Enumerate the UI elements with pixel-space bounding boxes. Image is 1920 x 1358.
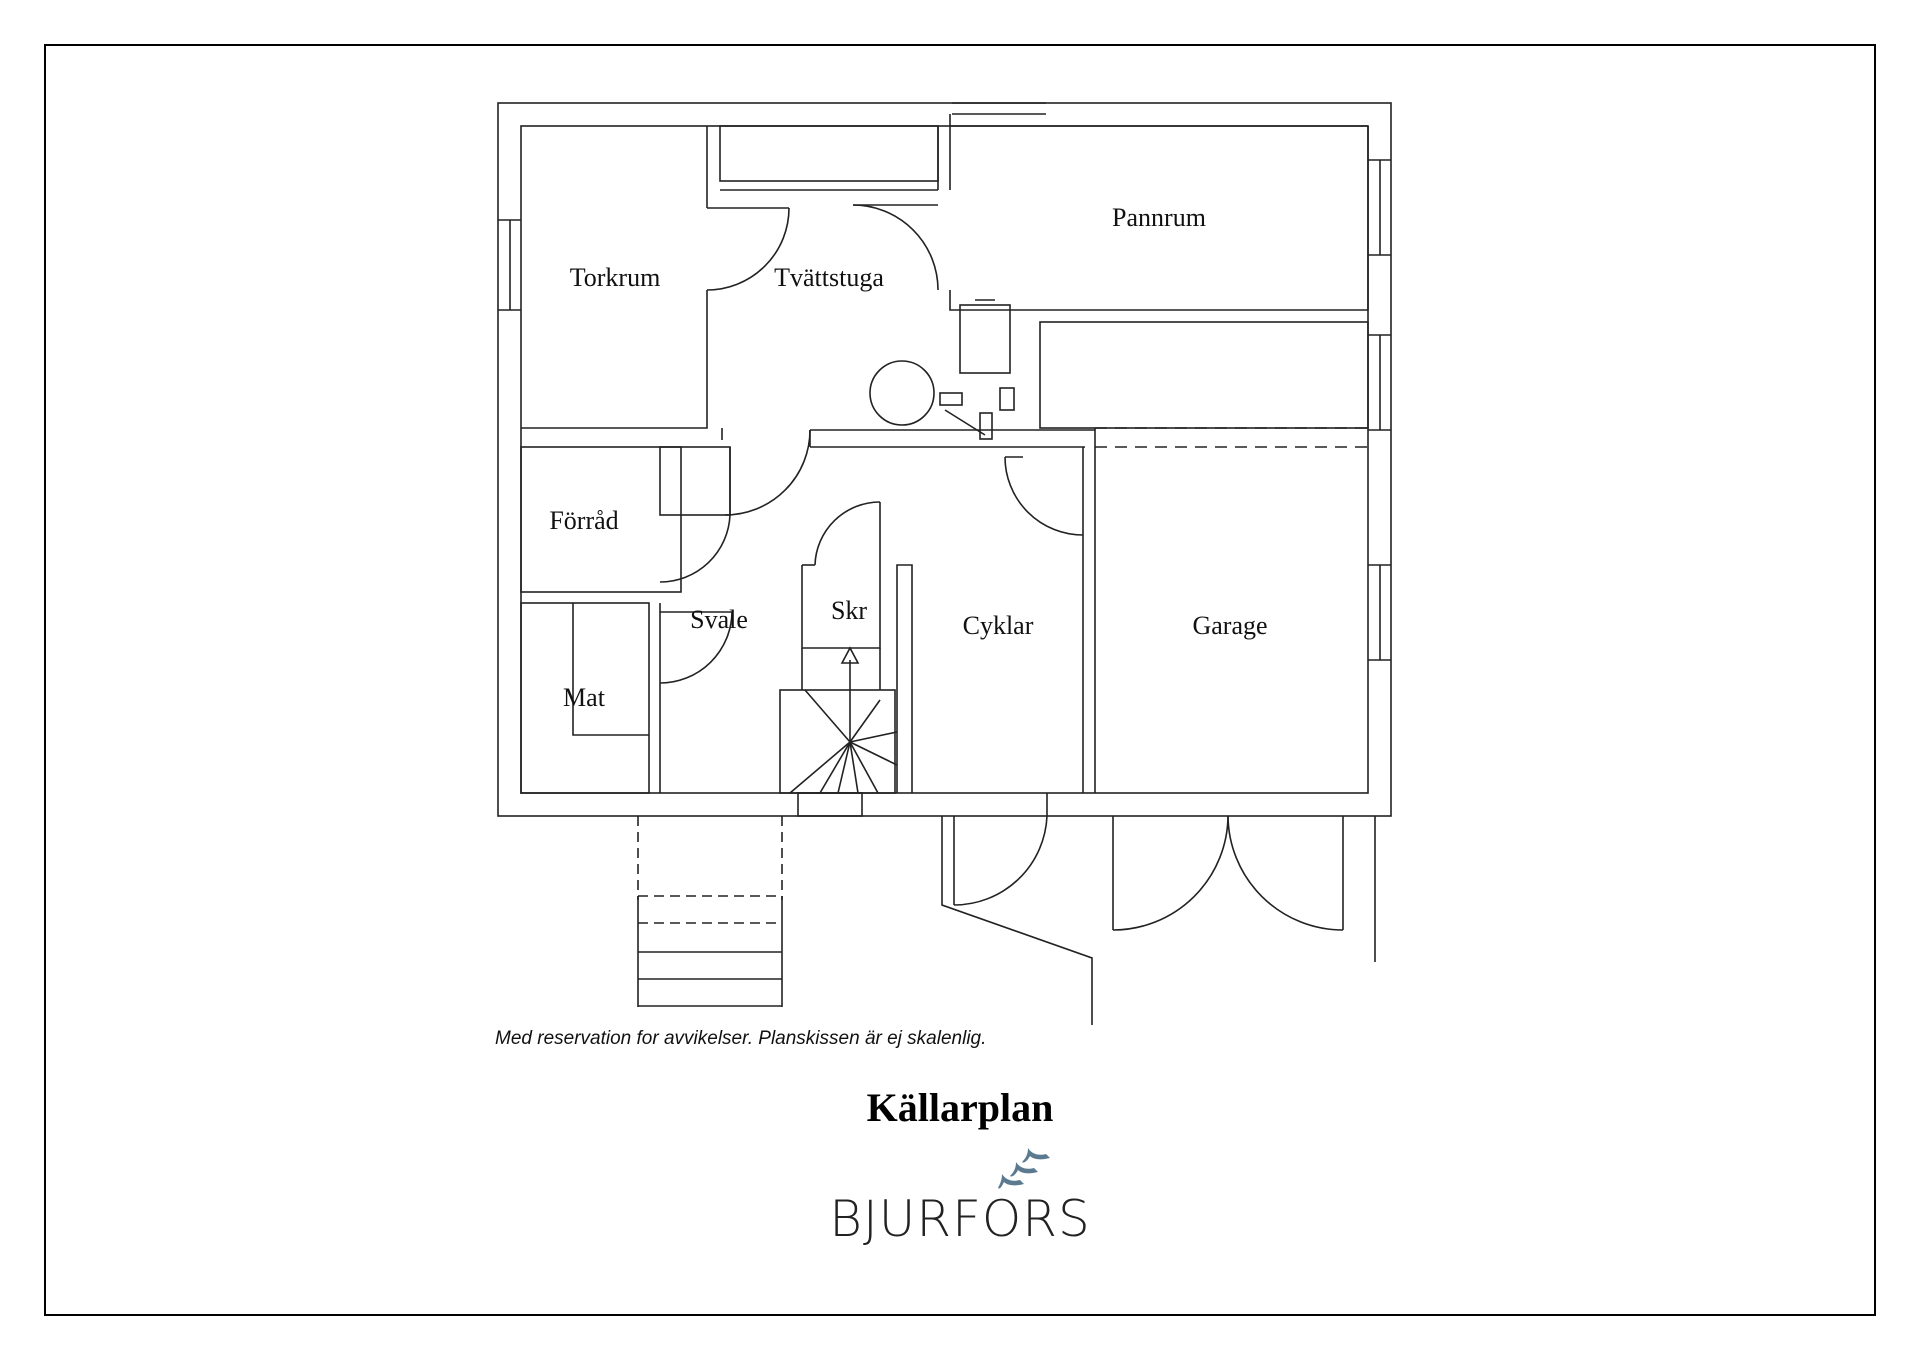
room-label-mat: Mat xyxy=(563,683,606,712)
plan-title: Källarplan xyxy=(866,1085,1054,1130)
room-label-tvattstuga: Tvättstuga xyxy=(774,263,884,292)
room-label-torkrum: Torkrum xyxy=(570,263,661,292)
walls xyxy=(497,102,1392,1025)
three-birds-icon xyxy=(998,1148,1050,1189)
room-label-cyklar: Cyklar xyxy=(963,611,1034,640)
room-label-garage: Garage xyxy=(1192,611,1267,640)
room-label-svale: Svale xyxy=(690,605,748,634)
room-label-pannrum: Pannrum xyxy=(1112,203,1206,232)
room-labels: Torkrum Tvättstuga Pannrum Förråd Svale … xyxy=(549,203,1267,712)
brand-logo-text: BJURFORS xyxy=(829,1190,1091,1248)
disclaimer-text: Med reservation for avvikelser. Planskis… xyxy=(495,1028,987,1049)
page-border xyxy=(44,44,1876,1316)
room-label-skr: Skr xyxy=(831,596,867,625)
room-label-forrad: Förråd xyxy=(549,506,618,535)
